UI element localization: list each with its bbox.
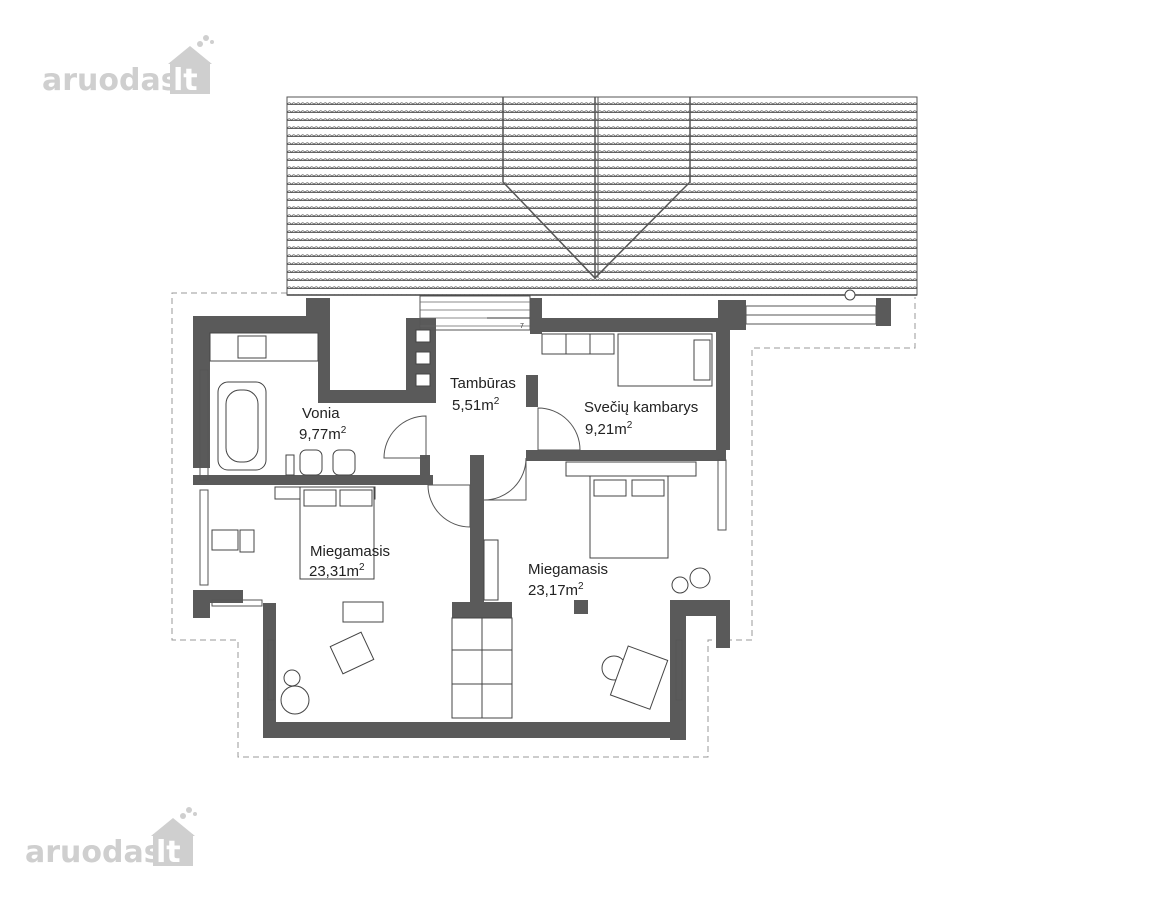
bedroom-right-furniture xyxy=(451,289,856,719)
desk-right-icon xyxy=(609,645,669,710)
watermark-house-icon xyxy=(170,62,210,94)
room-label-sveciu-kambarys: Svečių kambarys 9,21m2 xyxy=(584,399,698,438)
doors xyxy=(383,407,581,528)
svg-text:9,77m2: 9,77m2 xyxy=(299,425,347,443)
svg-text:9,21m2: 9,21m2 xyxy=(585,420,633,438)
room-label-vonia: Vonia 9,77m2 xyxy=(299,405,347,443)
desk-icon xyxy=(342,601,384,623)
roof-outline xyxy=(171,292,916,758)
bathroom-fixtures xyxy=(209,332,356,476)
sink-icon xyxy=(237,335,267,359)
bedroom-left-furniture xyxy=(211,486,384,715)
watermark-tld-text: lt xyxy=(156,835,181,870)
vanity-icon xyxy=(211,529,239,551)
watermark-brand-text: aruodas xyxy=(42,63,179,98)
room-label-miegamasis-right: Miegamasis 23,17m2 xyxy=(528,561,608,599)
room-name: Tambūras xyxy=(450,375,516,392)
room-label-tamburas: Tambūras 5,51m2 xyxy=(450,375,516,414)
svg-text:23,31m2: 23,31m2 xyxy=(309,562,365,580)
svg-text:5,51m2: 5,51m2 xyxy=(452,396,500,414)
stairs: 7 xyxy=(415,295,531,387)
watermark-house-icon xyxy=(153,834,193,866)
watermark-tld-text: lt xyxy=(173,63,198,98)
plant-icon xyxy=(280,685,310,715)
room-name: Miegamasis xyxy=(528,561,608,578)
windows xyxy=(199,305,877,701)
ottoman-icon xyxy=(574,600,588,614)
bidet-icon xyxy=(332,449,356,476)
watermark-brand-text: aruodas xyxy=(25,835,162,870)
watermark-roof-icon xyxy=(168,46,212,64)
room-label-miegamasis-left: Miegamasis 23,31m2 xyxy=(309,543,390,580)
svg-text:23,17m2: 23,17m2 xyxy=(528,581,584,599)
chair-icon xyxy=(329,631,375,675)
stair-note: 7 xyxy=(520,323,524,330)
room-name: Svečių kambarys xyxy=(584,399,698,416)
roof xyxy=(286,96,918,296)
room-name: Vonia xyxy=(302,405,340,422)
toilet-icon xyxy=(299,449,323,476)
watermark-top: aruodas lt xyxy=(42,35,214,98)
watermark-bottom: aruodas lt xyxy=(25,807,197,870)
guest-room-furniture xyxy=(541,333,713,387)
room-name: Miegamasis xyxy=(310,543,390,560)
watermark-roof-icon xyxy=(151,818,195,836)
walls xyxy=(193,298,891,740)
